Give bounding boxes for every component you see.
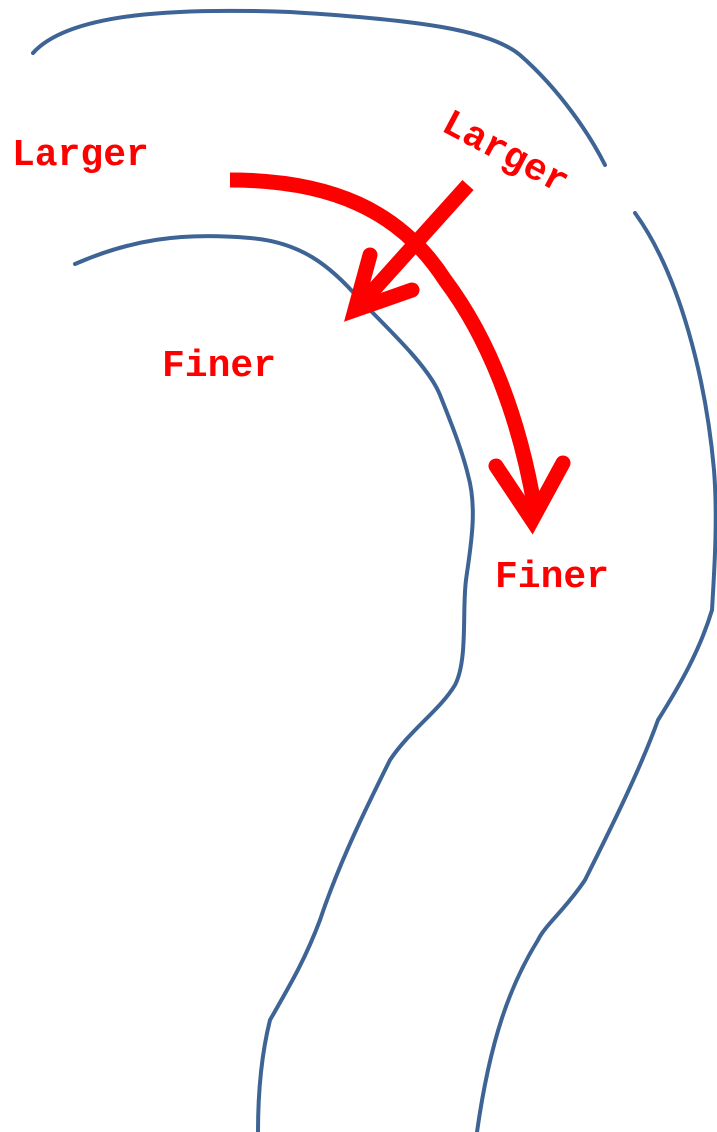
outer-bank-line-lower (475, 211, 717, 1132)
inner-arrowhead (344, 247, 420, 322)
outer-arrowhead (488, 455, 571, 535)
label-finer-left: Finer (162, 345, 276, 388)
inner-arrow-shaft (354, 179, 474, 311)
label-finer-right: Finer (495, 556, 609, 599)
outer-bank-line (31, 8, 607, 167)
label-larger-left: Larger (12, 134, 149, 177)
outer-arrow-shaft (229, 172, 543, 512)
inner-bank-line (73, 234, 475, 1132)
